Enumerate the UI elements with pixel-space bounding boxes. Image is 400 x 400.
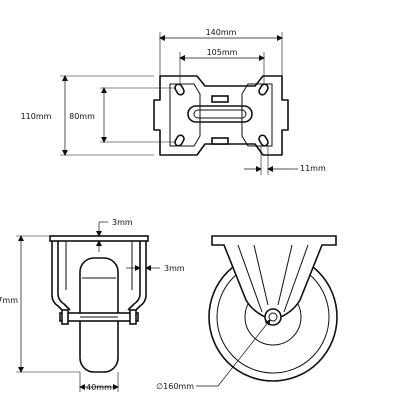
top-inner-right xyxy=(241,83,273,147)
top-center-inner-slot xyxy=(193,109,247,119)
dim-label-197: 197mm xyxy=(0,296,18,305)
front-fork-right-inner xyxy=(127,238,141,311)
top-center-slot xyxy=(187,105,253,123)
dim-label-140: 140mm xyxy=(206,28,237,37)
side-view: ∅160mm xyxy=(156,235,338,391)
top-view: 140mm 105mm 110mm 80mm 11mm xyxy=(21,28,326,175)
dim-label-3mm-side: 3mm xyxy=(164,264,185,273)
top-mount-hole-br xyxy=(258,134,269,147)
dim-label-40: 40mm xyxy=(86,383,112,392)
dim-label-11: 11mm xyxy=(300,164,326,173)
dim-label-105: 105mm xyxy=(207,48,238,57)
front-axle-nut-left xyxy=(61,309,69,325)
dim-label-3mm-top: 3mm xyxy=(112,218,133,227)
top-plate-outline xyxy=(153,75,289,156)
front-axle-nut-right xyxy=(129,309,137,325)
side-axle-nut xyxy=(264,308,282,326)
front-fork-right xyxy=(133,238,147,322)
front-fork-left-inner xyxy=(57,238,71,311)
front-fork-left xyxy=(51,238,65,322)
top-axle-nut-bottom xyxy=(211,137,229,145)
top-inner-left xyxy=(169,83,201,147)
top-mount-hole-tr xyxy=(258,83,269,96)
top-mount-hole-bl xyxy=(174,134,185,147)
front-view: 3mm 3mm 197mm 40mm xyxy=(0,218,185,392)
dim-label-80: 80mm xyxy=(69,112,95,121)
top-mount-hole-tl xyxy=(174,83,185,96)
dim-label-110: 110mm xyxy=(21,112,52,121)
dim-label-160: ∅160mm xyxy=(156,382,194,391)
top-axle-nut-top xyxy=(211,95,229,103)
front-top-plate xyxy=(49,235,149,242)
